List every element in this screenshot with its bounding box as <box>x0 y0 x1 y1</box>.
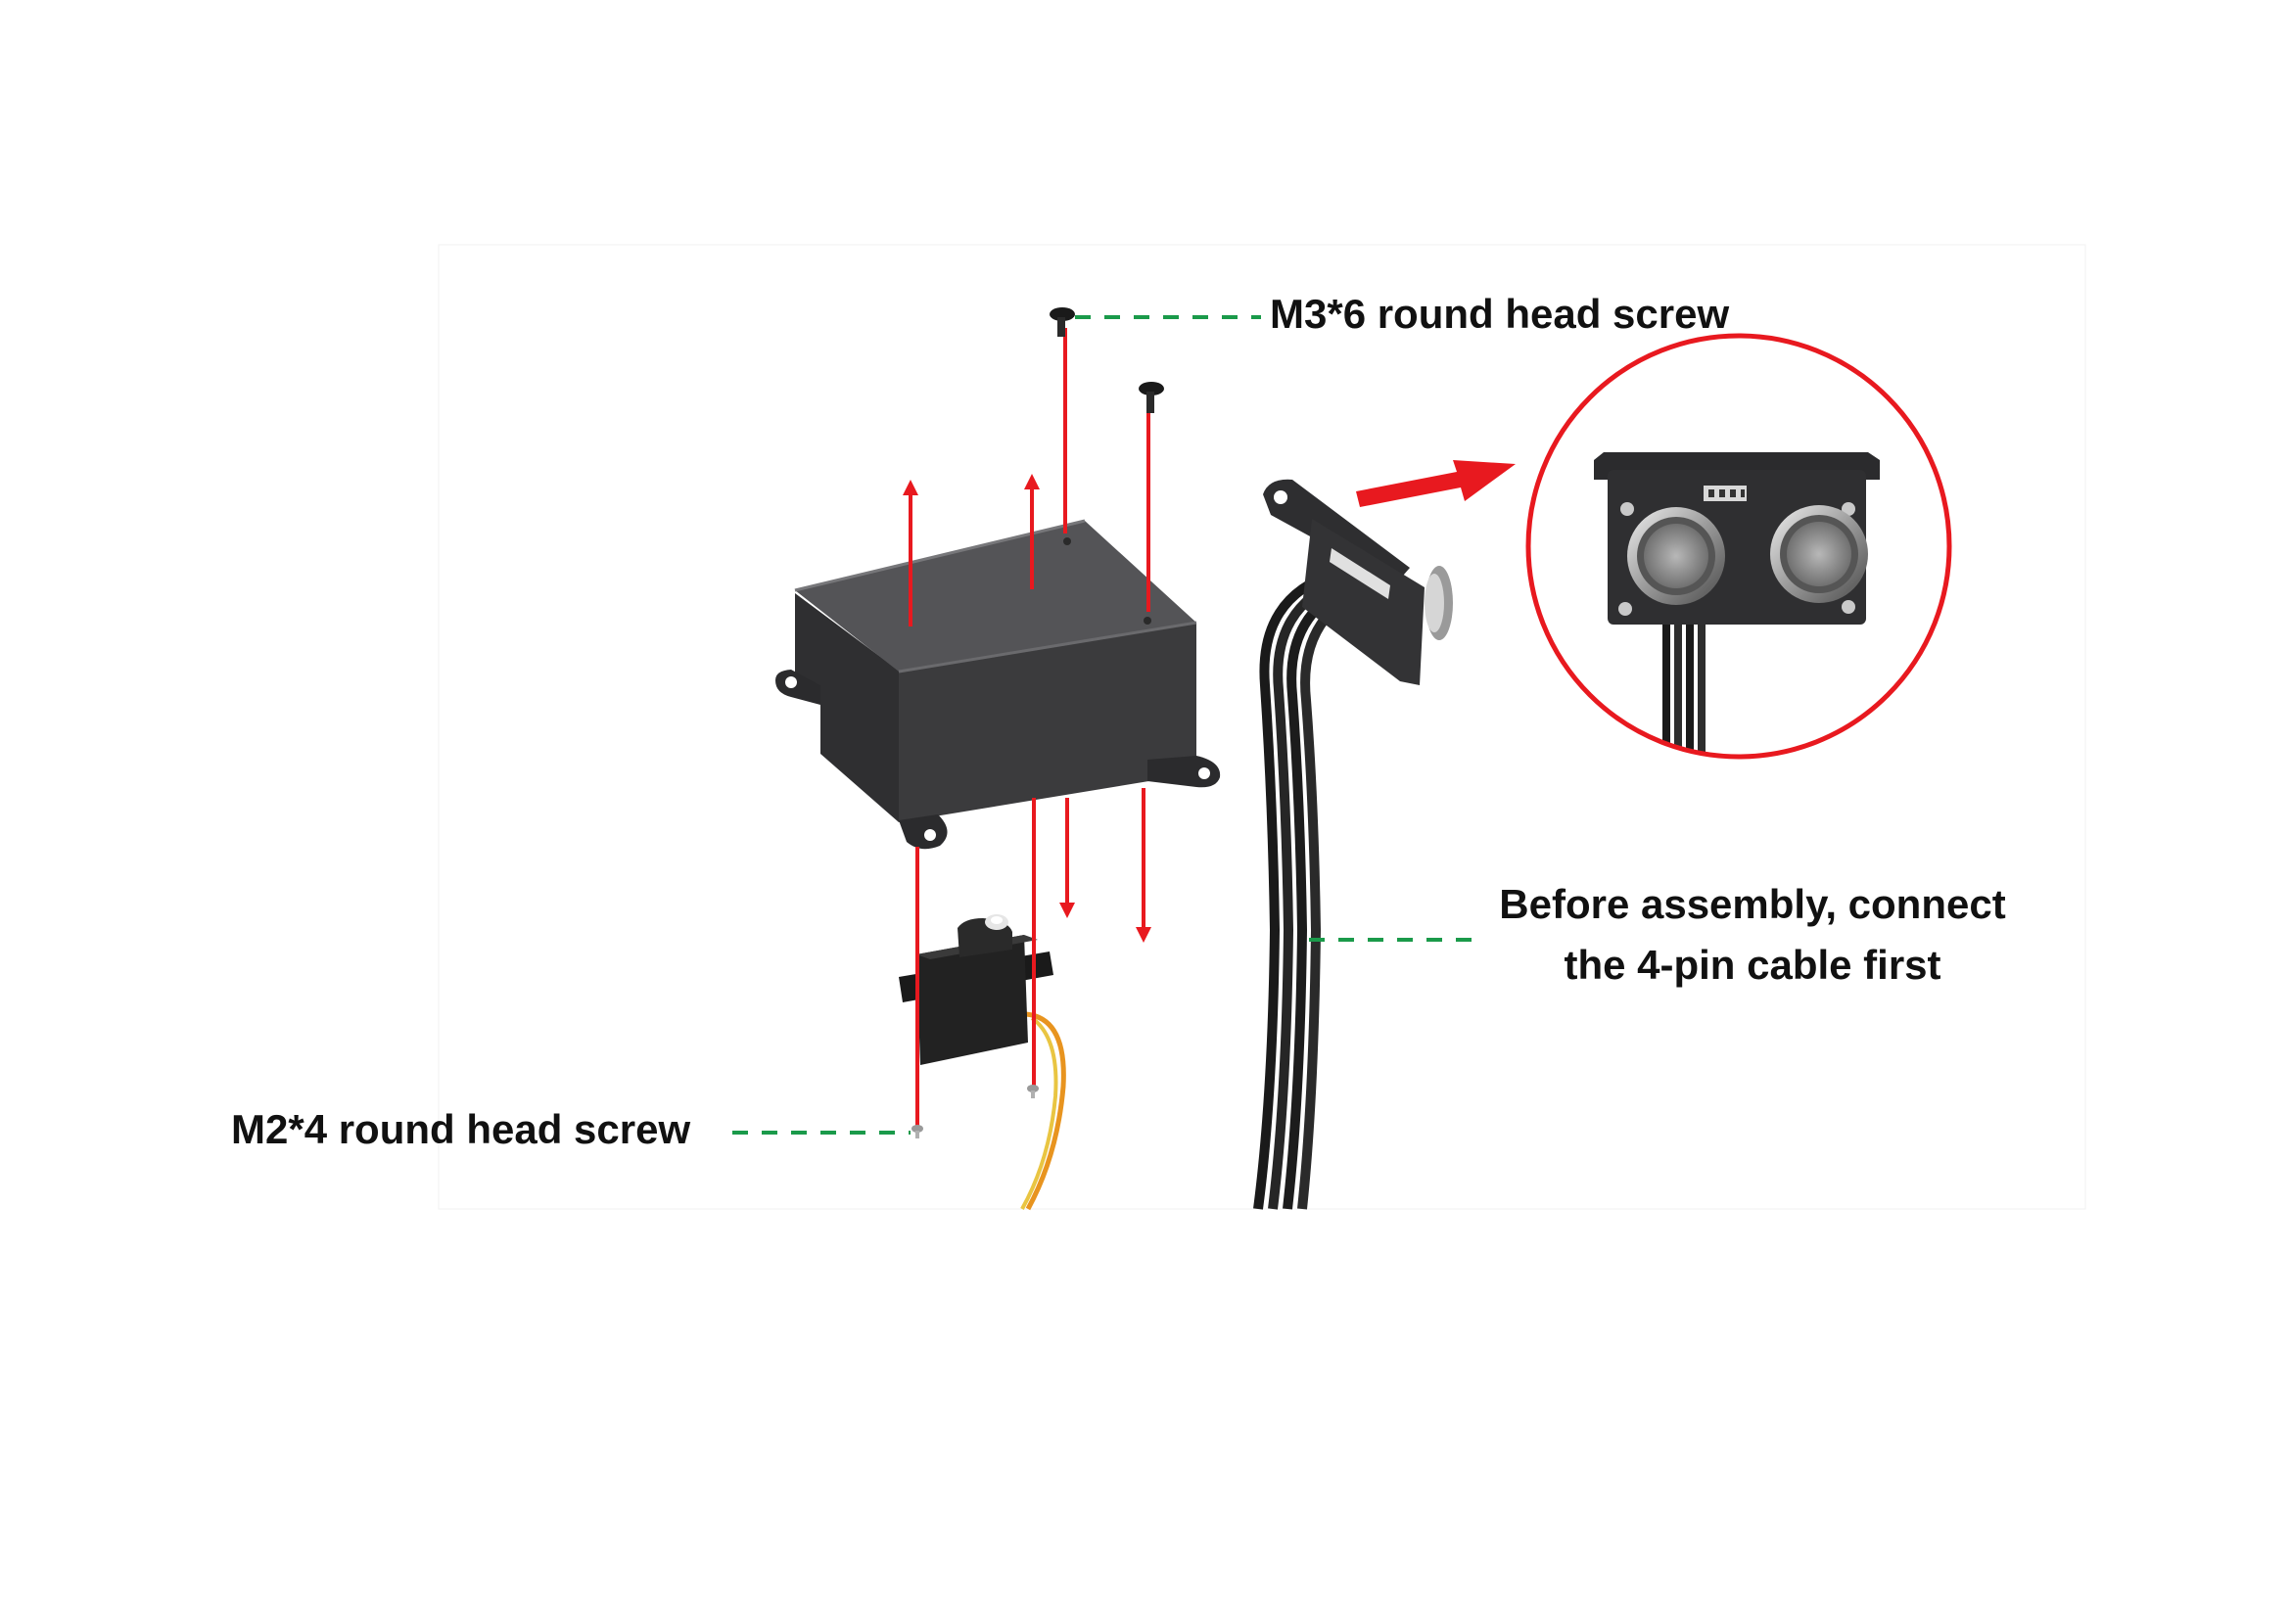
cable-note-line-2: the 4-pin cable first <box>1564 942 1941 988</box>
m3-screw-callout: M3*6 round head screw <box>1270 291 1730 337</box>
servo-motor <box>899 914 1066 1211</box>
metal-bracket <box>775 519 1221 850</box>
m3-screw-icon <box>1050 307 1164 413</box>
zoom-circle-border <box>1525 333 1952 760</box>
m2-screw-icon <box>911 1085 1039 1138</box>
ultrasonic-sensor-module <box>1253 479 1453 1210</box>
m2-screw-callout: M2*4 round head screw <box>231 1106 691 1152</box>
cable-note-line-1: Before assembly, connect <box>1499 881 2006 927</box>
zoom-pointer-arrow <box>1356 460 1516 507</box>
explode-arrows <box>903 328 1151 1126</box>
cable-note-callout: Before assembly, connect the 4-pin cable… <box>1361 874 2144 996</box>
leader-lines <box>732 315 1480 1135</box>
zoom-detail-circle <box>1525 333 1952 760</box>
